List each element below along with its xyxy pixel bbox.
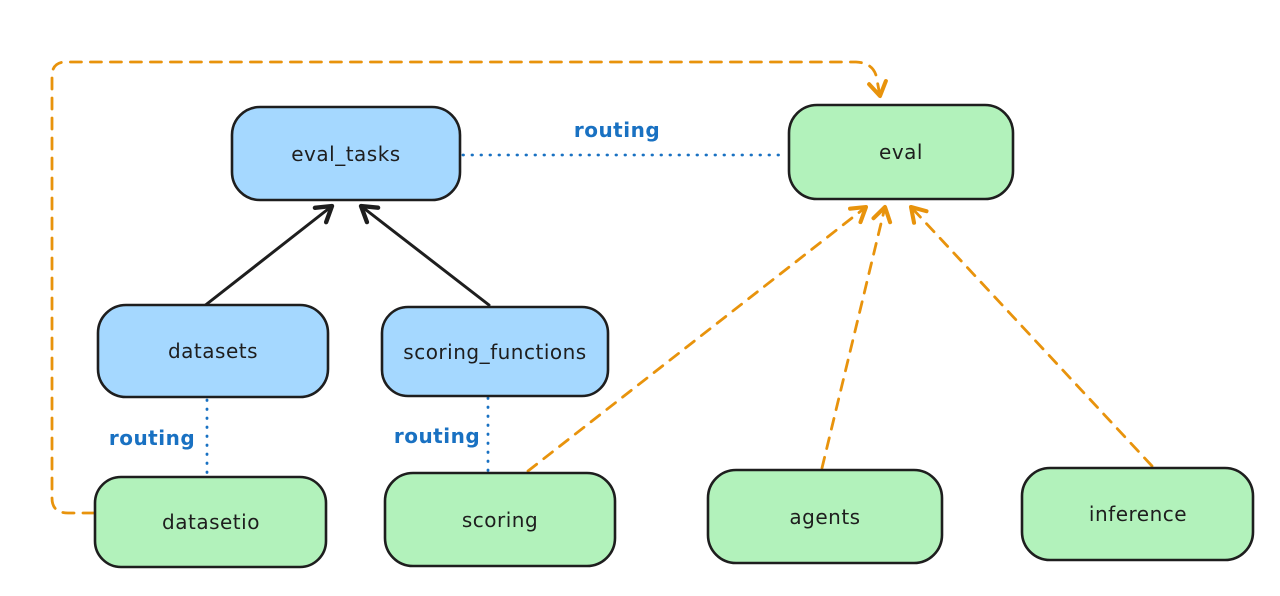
edge-inference-to-eval xyxy=(908,204,1154,468)
node-scoring-label: scoring xyxy=(462,508,538,532)
node-datasetio: datasetio xyxy=(93,475,328,569)
node-datasets: datasets xyxy=(96,303,330,399)
node-scoring-functions: scoring_functions xyxy=(380,305,610,398)
node-datasets-box xyxy=(96,303,330,399)
edge-datasets-to-eval-tasks xyxy=(201,203,335,309)
edge-datasetio-to-eval xyxy=(50,60,888,515)
node-datasetio-label: datasetio xyxy=(162,510,260,534)
node-eval: eval xyxy=(787,103,1015,201)
node-scoring-functions-label: scoring_functions xyxy=(403,340,586,364)
node-scoring: scoring xyxy=(383,471,617,568)
node-eval-box xyxy=(787,103,1015,201)
node-agents-label: agents xyxy=(789,505,860,529)
node-eval-label: eval xyxy=(879,140,923,164)
routing-label-scoring: routing xyxy=(394,424,480,448)
edge-scoring-to-eval xyxy=(526,204,869,473)
node-eval-tasks-label: eval_tasks xyxy=(291,142,400,166)
routing-label-top: routing xyxy=(574,118,660,142)
node-datasetio-box xyxy=(93,475,328,569)
edges: routing routing routing xyxy=(50,60,1154,515)
node-inference-box xyxy=(1020,466,1255,562)
node-inference: inference xyxy=(1020,466,1255,562)
node-scoring-functions-box xyxy=(380,305,610,398)
node-eval-tasks: eval_tasks xyxy=(230,105,462,202)
node-agents: agents xyxy=(706,468,944,565)
edge-agents-to-eval xyxy=(820,204,893,470)
edge-scoring-functions-to-eval-tasks xyxy=(358,203,491,307)
routing-label-datasets: routing xyxy=(109,426,195,450)
node-agents-box xyxy=(706,468,944,565)
node-scoring-box xyxy=(383,471,617,568)
nodes: eval_tasks eval datasets scoring_functio… xyxy=(93,103,1255,569)
node-datasets-label: datasets xyxy=(168,339,258,363)
node-inference-label: inference xyxy=(1089,502,1187,526)
node-eval-tasks-box xyxy=(230,105,462,202)
